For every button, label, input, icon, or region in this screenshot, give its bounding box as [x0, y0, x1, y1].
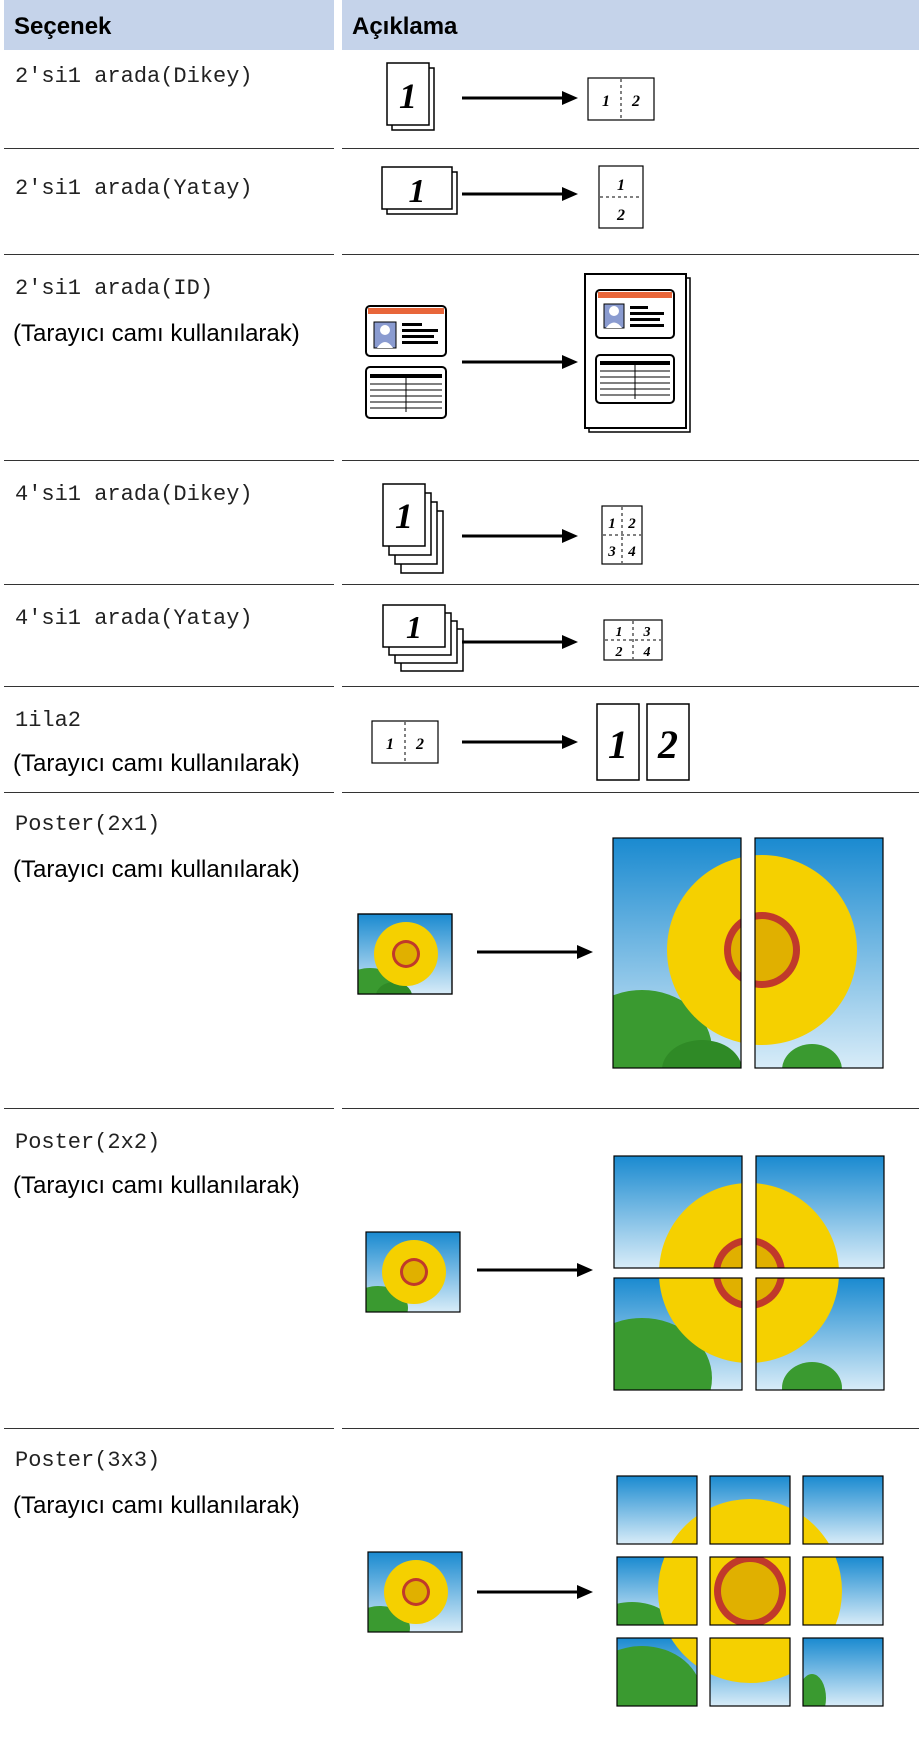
svg-text:2: 2	[657, 722, 678, 767]
option-2in1-landscape: 2'si1 arada(Yatay)	[15, 176, 253, 201]
row-divider	[342, 148, 919, 149]
svg-text:1: 1	[395, 496, 413, 536]
2in1-id-card-diagram	[342, 268, 919, 444]
row-divider	[4, 1108, 334, 1109]
row-divider	[342, 584, 919, 585]
sunflower-thumbnail	[365, 1231, 461, 1313]
poster-sheet-top-right	[755, 1155, 885, 1269]
header-description: Açıklama	[342, 0, 919, 50]
sunflower-thumbnail	[357, 913, 453, 995]
option-poster-3x3: Poster(3x3)	[15, 1448, 161, 1473]
option-2in1-id: 2'si1 arada(ID)	[15, 276, 214, 301]
header-description-label: Açıklama	[352, 13, 458, 40]
svg-text:1: 1	[608, 516, 616, 532]
svg-text:2: 2	[615, 645, 623, 660]
header-option-label: Seçenek	[14, 13, 112, 40]
option-2in1-portrait: 2'si1 arada(Dikey)	[15, 64, 253, 89]
option-note: (Tarayıcı camı kullanılarak)	[13, 750, 300, 777]
page-number: 1	[399, 76, 417, 116]
poster-sheet-left	[612, 837, 742, 1069]
4in1-landscape-diagram: 1 1 3 2 4	[342, 594, 919, 686]
option-4in1-landscape: 4'si1 arada(Yatay)	[15, 606, 253, 631]
row-divider	[4, 254, 334, 255]
svg-text:4: 4	[643, 645, 651, 660]
row-divider	[342, 1428, 919, 1429]
poster-2x1-diagram	[342, 800, 919, 1100]
svg-text:3: 3	[643, 625, 651, 640]
2in1-portrait-diagram: 1 1 2	[342, 58, 919, 140]
poster-sheet-bottom-right	[755, 1277, 885, 1391]
option-poster-2x2: Poster(2x2)	[15, 1130, 161, 1155]
svg-text:4: 4	[627, 544, 636, 560]
header-option: Seçenek	[4, 0, 334, 50]
row-divider	[4, 686, 334, 687]
svg-text:1: 1	[617, 177, 625, 194]
poster-grid-3x3	[616, 1475, 884, 1707]
sunflower-thumbnail	[367, 1551, 463, 1633]
option-note: (Tarayıcı camı kullanılarak)	[13, 320, 300, 347]
option-note: (Tarayıcı camı kullanılarak)	[13, 1492, 300, 1519]
row-divider	[4, 584, 334, 585]
svg-text:2: 2	[627, 516, 636, 532]
svg-text:2: 2	[631, 93, 640, 110]
svg-text:1: 1	[616, 625, 623, 640]
row-divider	[4, 148, 334, 149]
poster-sheet-bottom-left	[613, 1277, 743, 1391]
row-divider	[4, 460, 334, 461]
1to2-diagram: 1 2 1 2	[342, 696, 919, 792]
option-1to2: 1ila2	[15, 708, 82, 733]
row-divider	[342, 460, 919, 461]
svg-text:2: 2	[616, 207, 625, 224]
row-divider	[4, 1428, 334, 1429]
poster-3x3-diagram	[342, 1436, 919, 1746]
row-divider	[342, 254, 919, 255]
option-4in1-portrait: 4'si1 arada(Dikey)	[15, 482, 253, 507]
option-note: (Tarayıcı camı kullanılarak)	[13, 1172, 300, 1199]
poster-2x2-diagram	[342, 1118, 919, 1418]
row-divider	[342, 686, 919, 687]
poster-sheet-right	[754, 837, 884, 1069]
svg-text:3: 3	[607, 544, 616, 560]
4in1-portrait-diagram: 1 1 2 3 4	[342, 470, 919, 578]
svg-text:1: 1	[409, 173, 426, 210]
svg-text:1: 1	[386, 736, 394, 753]
option-note: (Tarayıcı camı kullanılarak)	[13, 856, 300, 883]
poster-sheet-top-left	[613, 1155, 743, 1269]
row-divider	[342, 1108, 919, 1109]
option-poster-2x1: Poster(2x1)	[15, 812, 161, 837]
svg-text:1: 1	[608, 722, 628, 767]
row-divider	[342, 792, 919, 793]
row-divider	[4, 792, 334, 793]
svg-text:2: 2	[415, 736, 424, 753]
2in1-landscape-diagram: 1 1 2	[342, 158, 919, 234]
svg-text:1: 1	[406, 609, 422, 645]
svg-text:1: 1	[602, 93, 610, 110]
